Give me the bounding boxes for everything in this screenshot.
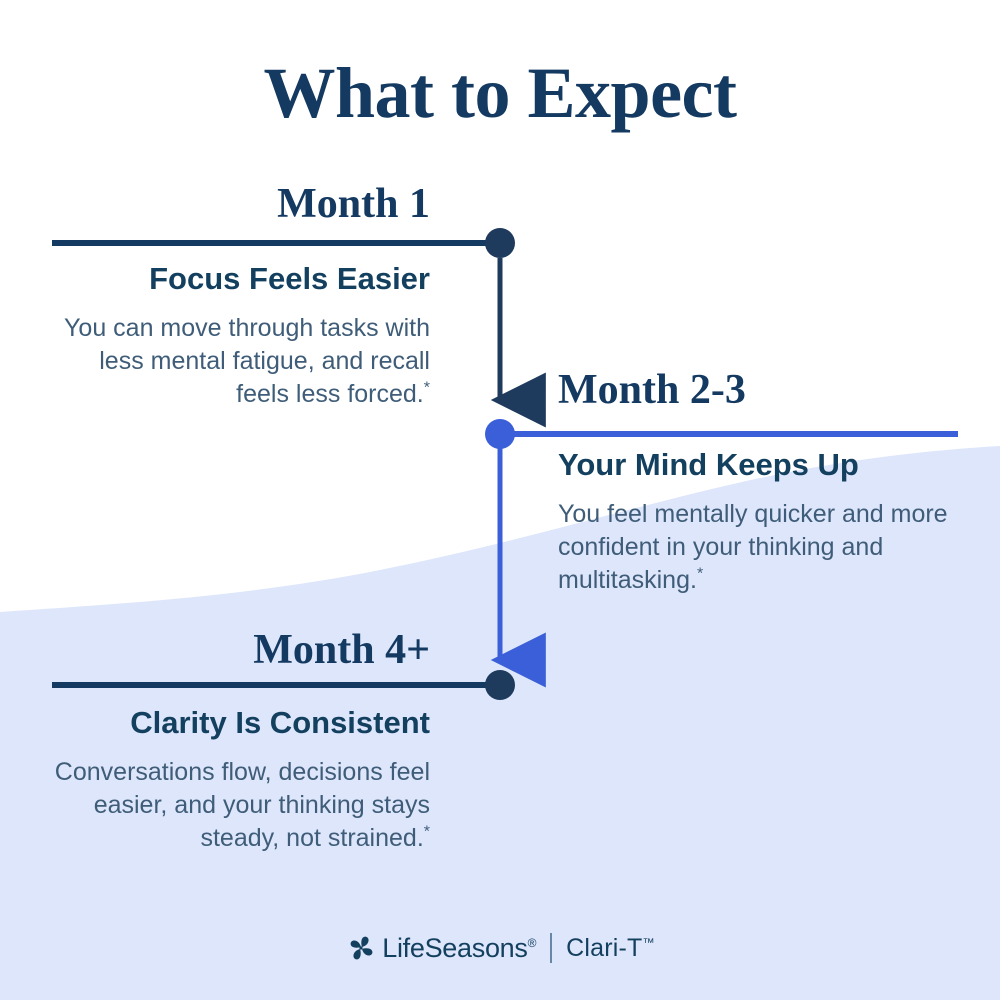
milestone-1-headline: Focus Feels Easier <box>149 261 430 297</box>
milestone-2-headline: Your Mind Keeps Up <box>558 447 859 483</box>
timeline-node-month-1 <box>485 228 515 258</box>
milestone-2-body: You feel mentally quicker and more confi… <box>558 498 958 597</box>
timeline-node-month-4 <box>485 670 515 700</box>
milestone-month-1: Month 1 Focus Feels Easier You can move … <box>40 182 430 411</box>
milestone-3-headline: Clarity Is Consistent <box>130 705 430 741</box>
brand-name: LifeSeasons® <box>382 933 536 964</box>
product-name-text: Clari-T <box>566 933 643 962</box>
milestone-1-body: You can move through tasks with less men… <box>40 312 430 411</box>
milestone-3-month: Month 4+ <box>253 627 430 673</box>
milestone-2-month: Month 2-3 <box>558 367 746 413</box>
milestone-1-month: Month 1 <box>277 181 430 227</box>
milestone-3-body-text: Conversations flow, decisions feel easie… <box>54 758 430 853</box>
milestone-1-footnote-marker: * <box>423 379 430 397</box>
page-title: What to Expect <box>263 53 737 133</box>
milestone-month-2-3: Month 2-3 Your Mind Keeps Up You feel me… <box>558 368 958 597</box>
lifeseasons-lockup: LifeSeasons® <box>345 932 536 964</box>
pinwheel-logo-icon <box>350 936 373 960</box>
milestone-2-footnote-marker: * <box>696 565 704 583</box>
brand-registered-mark: ® <box>527 935 537 950</box>
milestone-month-4: Month 4+ Clarity Is Consistent Conversat… <box>40 628 430 855</box>
footer-divider <box>550 933 553 963</box>
milestone-3-footnote-marker: * <box>423 823 430 841</box>
milestone-1-body-text: You can move through tasks with less men… <box>64 314 430 409</box>
timeline-node-month-2-3 <box>485 419 515 449</box>
product-trademark-mark: ™ <box>642 935 655 950</box>
footer-brand-bar: LifeSeasons® Clari-T™ <box>0 932 1000 964</box>
product-name: Clari-T™ <box>566 934 655 963</box>
milestone-3-body: Conversations flow, decisions feel easie… <box>40 756 430 855</box>
brand-name-text: LifeSeasons <box>382 932 528 963</box>
milestone-2-body-text: You feel mentally quicker and more confi… <box>558 500 948 595</box>
